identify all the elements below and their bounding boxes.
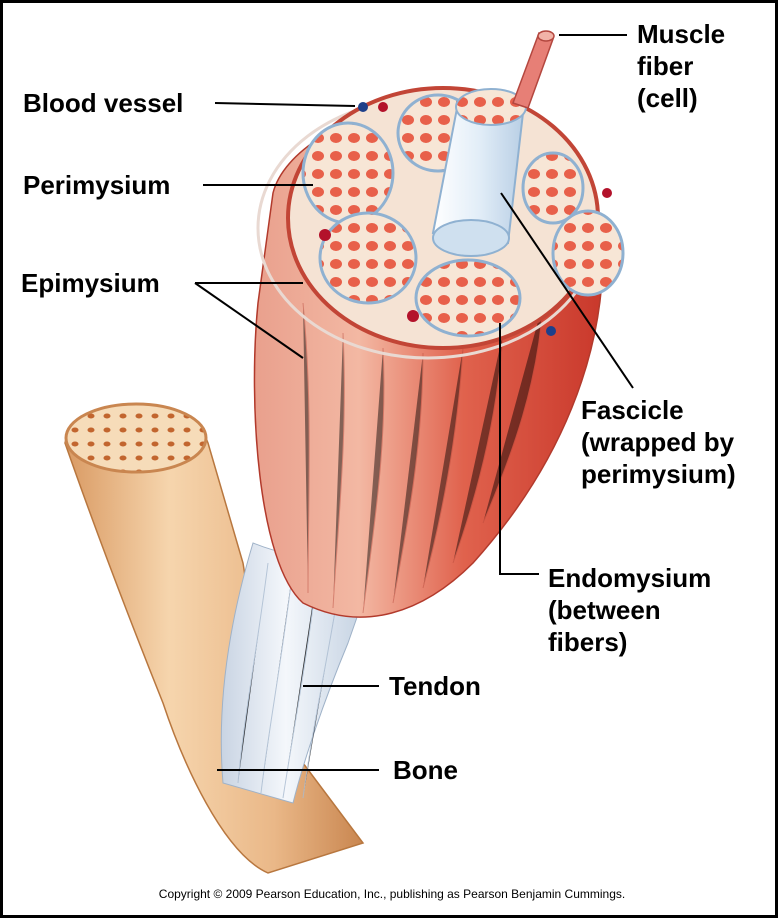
label-epimysium: Epimysium xyxy=(21,268,160,298)
label-muscle-fiber-line1: Muscle xyxy=(637,19,726,49)
fascicle xyxy=(551,209,625,297)
vessel xyxy=(358,102,368,112)
blood-vessels xyxy=(319,102,612,336)
fascicle xyxy=(521,151,585,225)
bone-cross-section xyxy=(64,402,208,474)
label-blood-vessel: Blood vessel xyxy=(23,88,184,118)
fascicle xyxy=(301,121,395,225)
fascicle xyxy=(414,258,522,338)
label-fascicle-line3: perimysium) xyxy=(581,459,736,489)
fascicle xyxy=(318,211,418,305)
label-endomysium-line1: Endomysium xyxy=(548,563,712,593)
label-endomysium: Endomysium (between fibers) xyxy=(548,562,711,658)
label-fascicle: Fascicle (wrapped by perimysium) xyxy=(581,394,736,490)
label-fascicle-line2: (wrapped by xyxy=(581,427,735,457)
label-tendon: Tendon xyxy=(389,671,481,701)
label-endomysium-line2: (between xyxy=(548,595,661,625)
copyright-notice: Copyright © 2009 Pearson Education, Inc.… xyxy=(158,887,626,901)
label-muscle-fiber: Muscle fiber (cell) xyxy=(637,18,725,114)
single-muscle-fiber xyxy=(512,32,554,109)
label-muscle-fiber-line2: fiber xyxy=(637,51,694,81)
vessel xyxy=(319,229,331,241)
vessel xyxy=(378,102,388,112)
label-endomysium-line3: fibers) xyxy=(548,627,628,657)
muscle-anatomy-illustration xyxy=(64,30,634,874)
vessel xyxy=(602,188,612,198)
label-perimysium: Perimysium xyxy=(23,170,171,200)
vessel xyxy=(546,326,556,336)
leader-lines xyxy=(194,34,634,771)
label-muscle-fiber-line3: (cell) xyxy=(637,83,698,113)
label-fascicle-line1: Fascicle xyxy=(581,395,684,425)
label-bone: Bone xyxy=(393,755,458,785)
vessel xyxy=(407,310,419,322)
